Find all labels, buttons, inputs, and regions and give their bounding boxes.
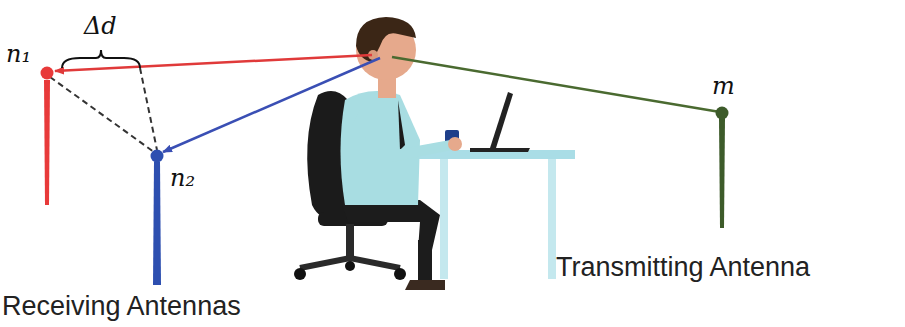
antenna-dot: [716, 107, 729, 120]
bracket: [62, 50, 140, 68]
antenna-dot: [151, 150, 164, 163]
antenna-pole: [44, 80, 50, 205]
dashed-line: [140, 68, 157, 150]
antenna-label: m: [712, 74, 735, 98]
dimension-label: Δd: [84, 14, 117, 38]
signal-path: [392, 57, 720, 112]
antenna-label: n₂: [170, 166, 195, 190]
desk: [415, 92, 575, 279]
antenna-pole: [719, 118, 725, 228]
signal-path: [163, 58, 380, 152]
caption-label: Transmitting Antenna: [556, 254, 810, 281]
dashed-line: [50, 77, 154, 152]
caption-label: Receiving Antennas: [2, 293, 241, 320]
antenna-label: n₁: [6, 42, 31, 66]
antenna-dot: [41, 67, 54, 80]
antenna-pole: [153, 162, 161, 285]
